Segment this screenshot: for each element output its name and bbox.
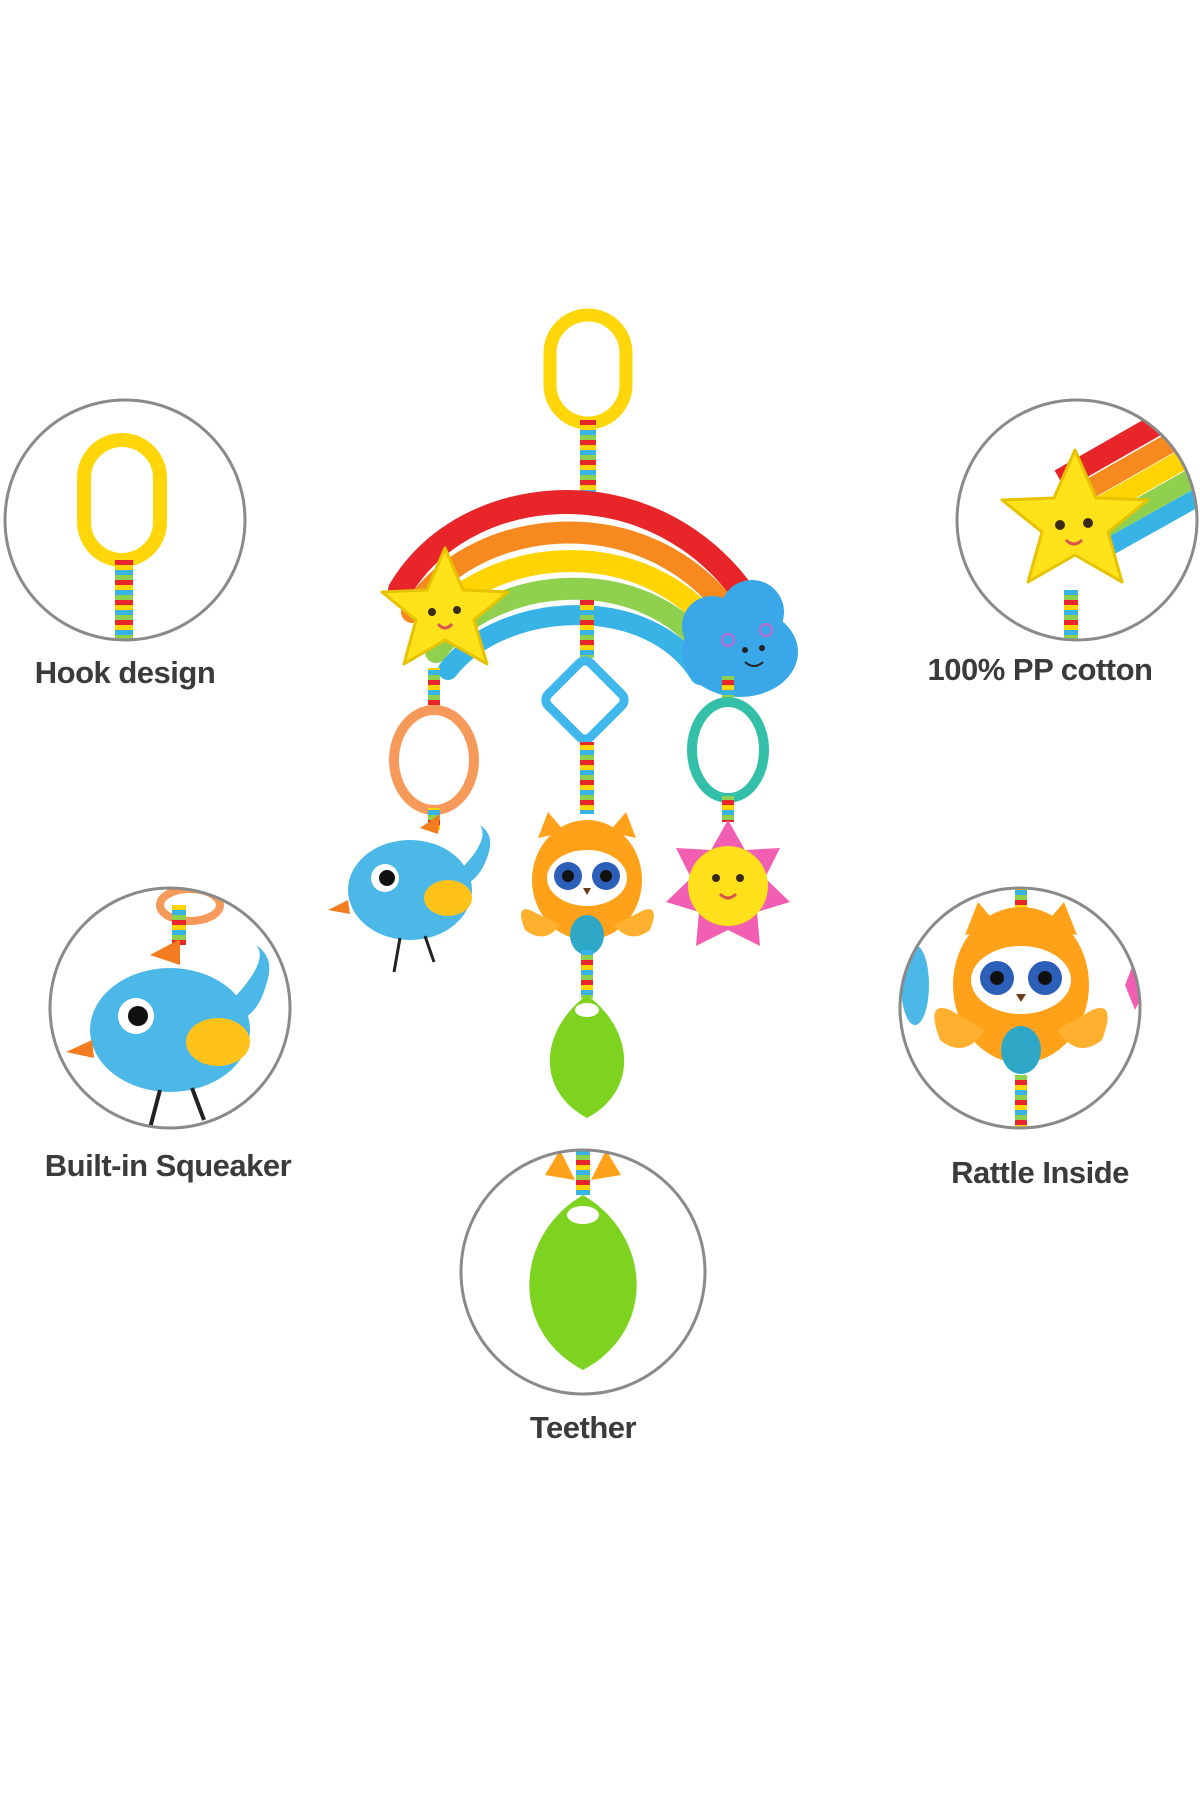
top-hook-icon [543, 308, 633, 512]
feature-circle-rattle [898, 886, 1142, 1130]
orange-ring-icon [389, 705, 479, 815]
label-rattle-inside: Rattle Inside [951, 1155, 1129, 1190]
feature-circle-hook [3, 398, 247, 642]
teal-ring-icon [687, 697, 769, 803]
blue-diamond-icon [541, 656, 629, 744]
mobile-toy [328, 308, 798, 1118]
star-plush-icon [380, 546, 510, 666]
label-teether: Teether [529, 1410, 637, 1445]
feature-circle-squeaker [48, 886, 292, 1130]
feature-circle-cotton [955, 398, 1199, 642]
sun-plush-icon [666, 820, 790, 946]
label-built-in-squeaker: Built-in Squeaker [44, 1148, 292, 1183]
owl-plush-icon [521, 812, 654, 955]
label-hook-design: Hook design [34, 655, 216, 690]
leaf-teether-icon [549, 995, 625, 1118]
feature-circle-teether [459, 1148, 707, 1396]
label-pp-cotton: 100% PP cotton [927, 652, 1153, 687]
bird-plush-icon [328, 814, 491, 973]
cloud-plush-icon [682, 580, 798, 697]
